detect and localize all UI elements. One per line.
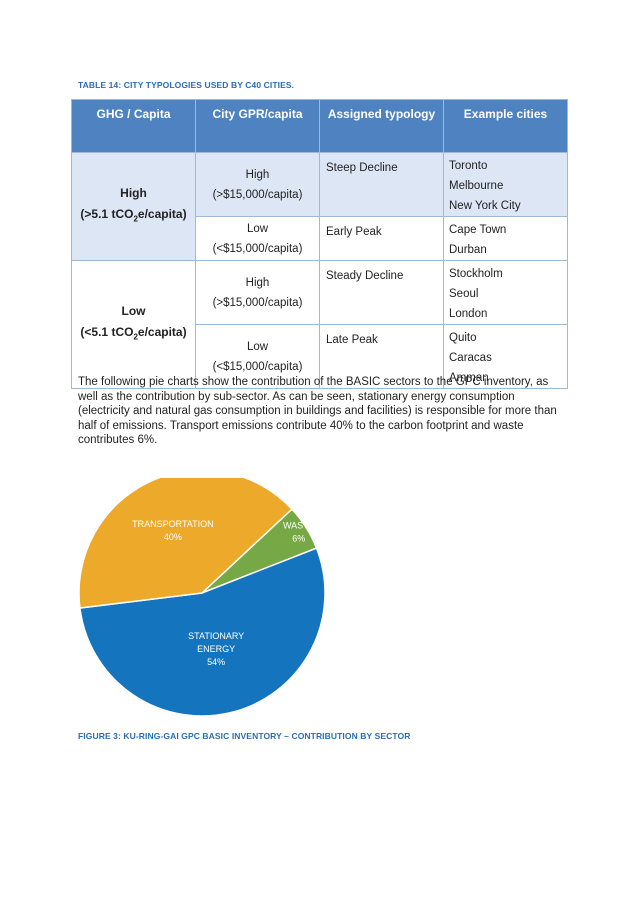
gpr-cell: High (>$15,000/capita): [195, 260, 320, 325]
figure-caption: FIGURE 3: KU-RING-GAI GPC BASIC INVENTOR…: [78, 731, 411, 741]
table-row: Low (<$15,000/capita) Late Peak Quito Ca…: [72, 324, 568, 389]
ghg-threshold: (>5.1 tCO2e/capita): [80, 207, 187, 224]
city-name: Stockholm: [449, 268, 503, 280]
header-gpr: City GPR/capita: [195, 99, 320, 153]
header-cities: Example cities: [443, 99, 568, 153]
typology-cell: Steep Decline: [319, 152, 444, 217]
gpr-cell: Low (<$15,000/capita): [195, 216, 320, 261]
city-name: London: [449, 308, 488, 320]
city-name: Caracas: [449, 352, 492, 364]
table-row: Low (<$15,000/capita) Early Peak Cape To…: [72, 216, 568, 261]
city-name: Durban: [449, 244, 487, 256]
pie-slice-stationary-energy: [79, 547, 326, 717]
ghg-label: Low: [121, 304, 146, 319]
city-name: Amman: [449, 372, 489, 384]
gpr-cell: High (>$15,000/capita): [195, 152, 320, 217]
typology-cell: Steady Decline: [319, 260, 444, 325]
city-name: Cape Town: [449, 224, 507, 236]
cities-cell: Toronto Melbourne New York City: [443, 152, 568, 217]
ghg-threshold: (<5.1 tCO2e/capita): [80, 325, 187, 342]
city-name: Quito: [449, 332, 477, 344]
cities-cell: Cape Town Durban: [443, 216, 568, 261]
cities-cell: Quito Caracas Amman: [443, 324, 568, 389]
table-row: High (>5.1 tCO2e/capita) High (>$15,000/…: [71, 152, 568, 261]
typology-cell: Late Peak: [319, 324, 444, 389]
city-name: Melbourne: [449, 180, 504, 192]
city-name: Toronto: [449, 160, 488, 172]
table-row: Low (<5.1 tCO2e/capita) High (>$15,000/c…: [71, 260, 568, 389]
ghg-group-high: High (>5.1 tCO2e/capita): [71, 152, 196, 261]
gpr-cell: Low (<$15,000/capita): [195, 324, 320, 389]
body-paragraph: The following pie charts show the contri…: [78, 376, 557, 446]
ghg-label: High: [120, 186, 147, 201]
city-name: New York City: [449, 200, 521, 212]
table-caption: TABLE 14: CITY TYPOLOGIES USED BY C40 CI…: [78, 80, 295, 90]
pie-slice-transportation: [78, 478, 294, 609]
table-header-row: GHG / Capita City GPR/capita Assigned ty…: [71, 99, 568, 153]
city-name: Seoul: [449, 288, 479, 300]
header-ghg: GHG / Capita: [71, 99, 196, 153]
ghg-group-low: Low (<5.1 tCO2e/capita): [71, 260, 196, 389]
header-typology: Assigned typology: [319, 99, 444, 153]
city-typology-table: GHG / Capita City GPR/capita Assigned ty…: [71, 99, 568, 389]
cities-cell: Stockholm Seoul London: [443, 260, 568, 325]
typology-cell: Early Peak: [319, 216, 444, 261]
